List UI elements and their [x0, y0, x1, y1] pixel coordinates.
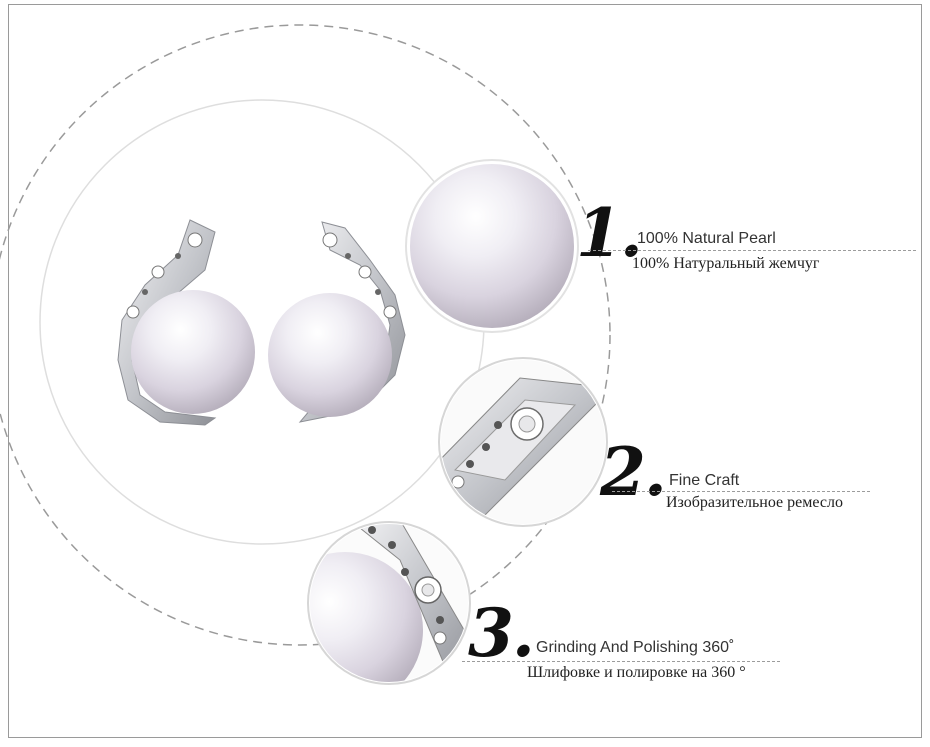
feature-2-title-ru: Изобразительное ремесло: [666, 494, 843, 511]
dashed-circle: [0, 24, 611, 646]
feature-1-title-ru: 100% Натуральный жемчуг: [632, 255, 820, 272]
earring-left: [117, 219, 255, 426]
feature-3-number: 3.: [468, 594, 535, 672]
feature-2-title-en: Fine Craft: [669, 472, 740, 489]
feature-1-rule: [588, 250, 916, 251]
feature-3-title-en: Grinding And Polishing 360˚: [536, 639, 735, 656]
feature-2-number: 2.: [600, 433, 667, 511]
detail-polishing: [307, 521, 471, 685]
feature-1-number: 1.: [576, 194, 643, 272]
feature-3-title-ru: Шлифовке и полировке на 360 °: [527, 664, 746, 681]
detail-pearl: [405, 159, 579, 333]
inner-circle: [39, 99, 485, 545]
earring-right: [268, 221, 406, 423]
feature-2-rule: [612, 491, 870, 492]
image-frame: [8, 4, 922, 738]
detail-craft: [438, 357, 608, 527]
feature-1-title-en: 100% Natural Pearl: [637, 230, 776, 247]
feature-3-rule: [462, 661, 780, 662]
